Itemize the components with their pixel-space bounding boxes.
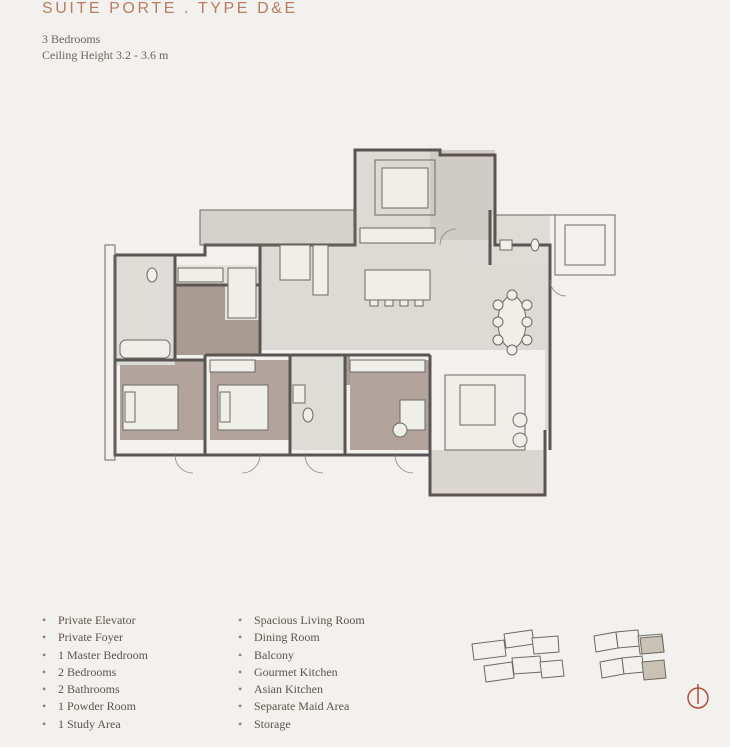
floor-plan xyxy=(104,148,616,497)
features-list-left: •Private Elevator •Private Foyer •1 Mast… xyxy=(42,612,148,733)
feature-item: •1 Powder Room xyxy=(42,699,136,714)
features-list-right: •Spacious Living Room •Dining Room •Balc… xyxy=(238,612,365,733)
feature-item: •Separate Maid Area xyxy=(238,699,350,714)
feature-item: •Balcony xyxy=(238,647,294,662)
feature-item: •2 Bedrooms xyxy=(42,664,117,679)
floor-plan-furniture xyxy=(119,167,540,451)
feature-item: •Gourmet Kitchen xyxy=(238,664,338,679)
feature-item: •1 Master Bedroom xyxy=(42,647,148,662)
bedrooms-count: 3 Bedrooms xyxy=(42,32,101,46)
floor-plan-thin-walls xyxy=(104,159,616,461)
floor-plan-walls xyxy=(113,148,552,497)
building-key-plan xyxy=(471,629,667,683)
north-arrow-icon xyxy=(687,684,709,709)
feature-item: •Spacious Living Room xyxy=(238,613,365,627)
feature-item: •Private Foyer xyxy=(42,630,123,645)
page-title: SUITE PORTE . TYPE D&E xyxy=(42,0,298,17)
feature-item: •1 Study Area xyxy=(42,716,121,731)
feature-item: •Storage xyxy=(238,716,291,731)
feature-item: •Asian Kitchen xyxy=(238,682,323,697)
feature-item: •2 Bathrooms xyxy=(42,682,120,697)
floor-plan-doors xyxy=(174,228,567,474)
feature-item: •Private Elevator xyxy=(42,613,136,627)
feature-item: •Dining Room xyxy=(238,630,320,645)
ceiling-height: Ceiling Height 3.2 - 3.6 m xyxy=(42,48,169,62)
